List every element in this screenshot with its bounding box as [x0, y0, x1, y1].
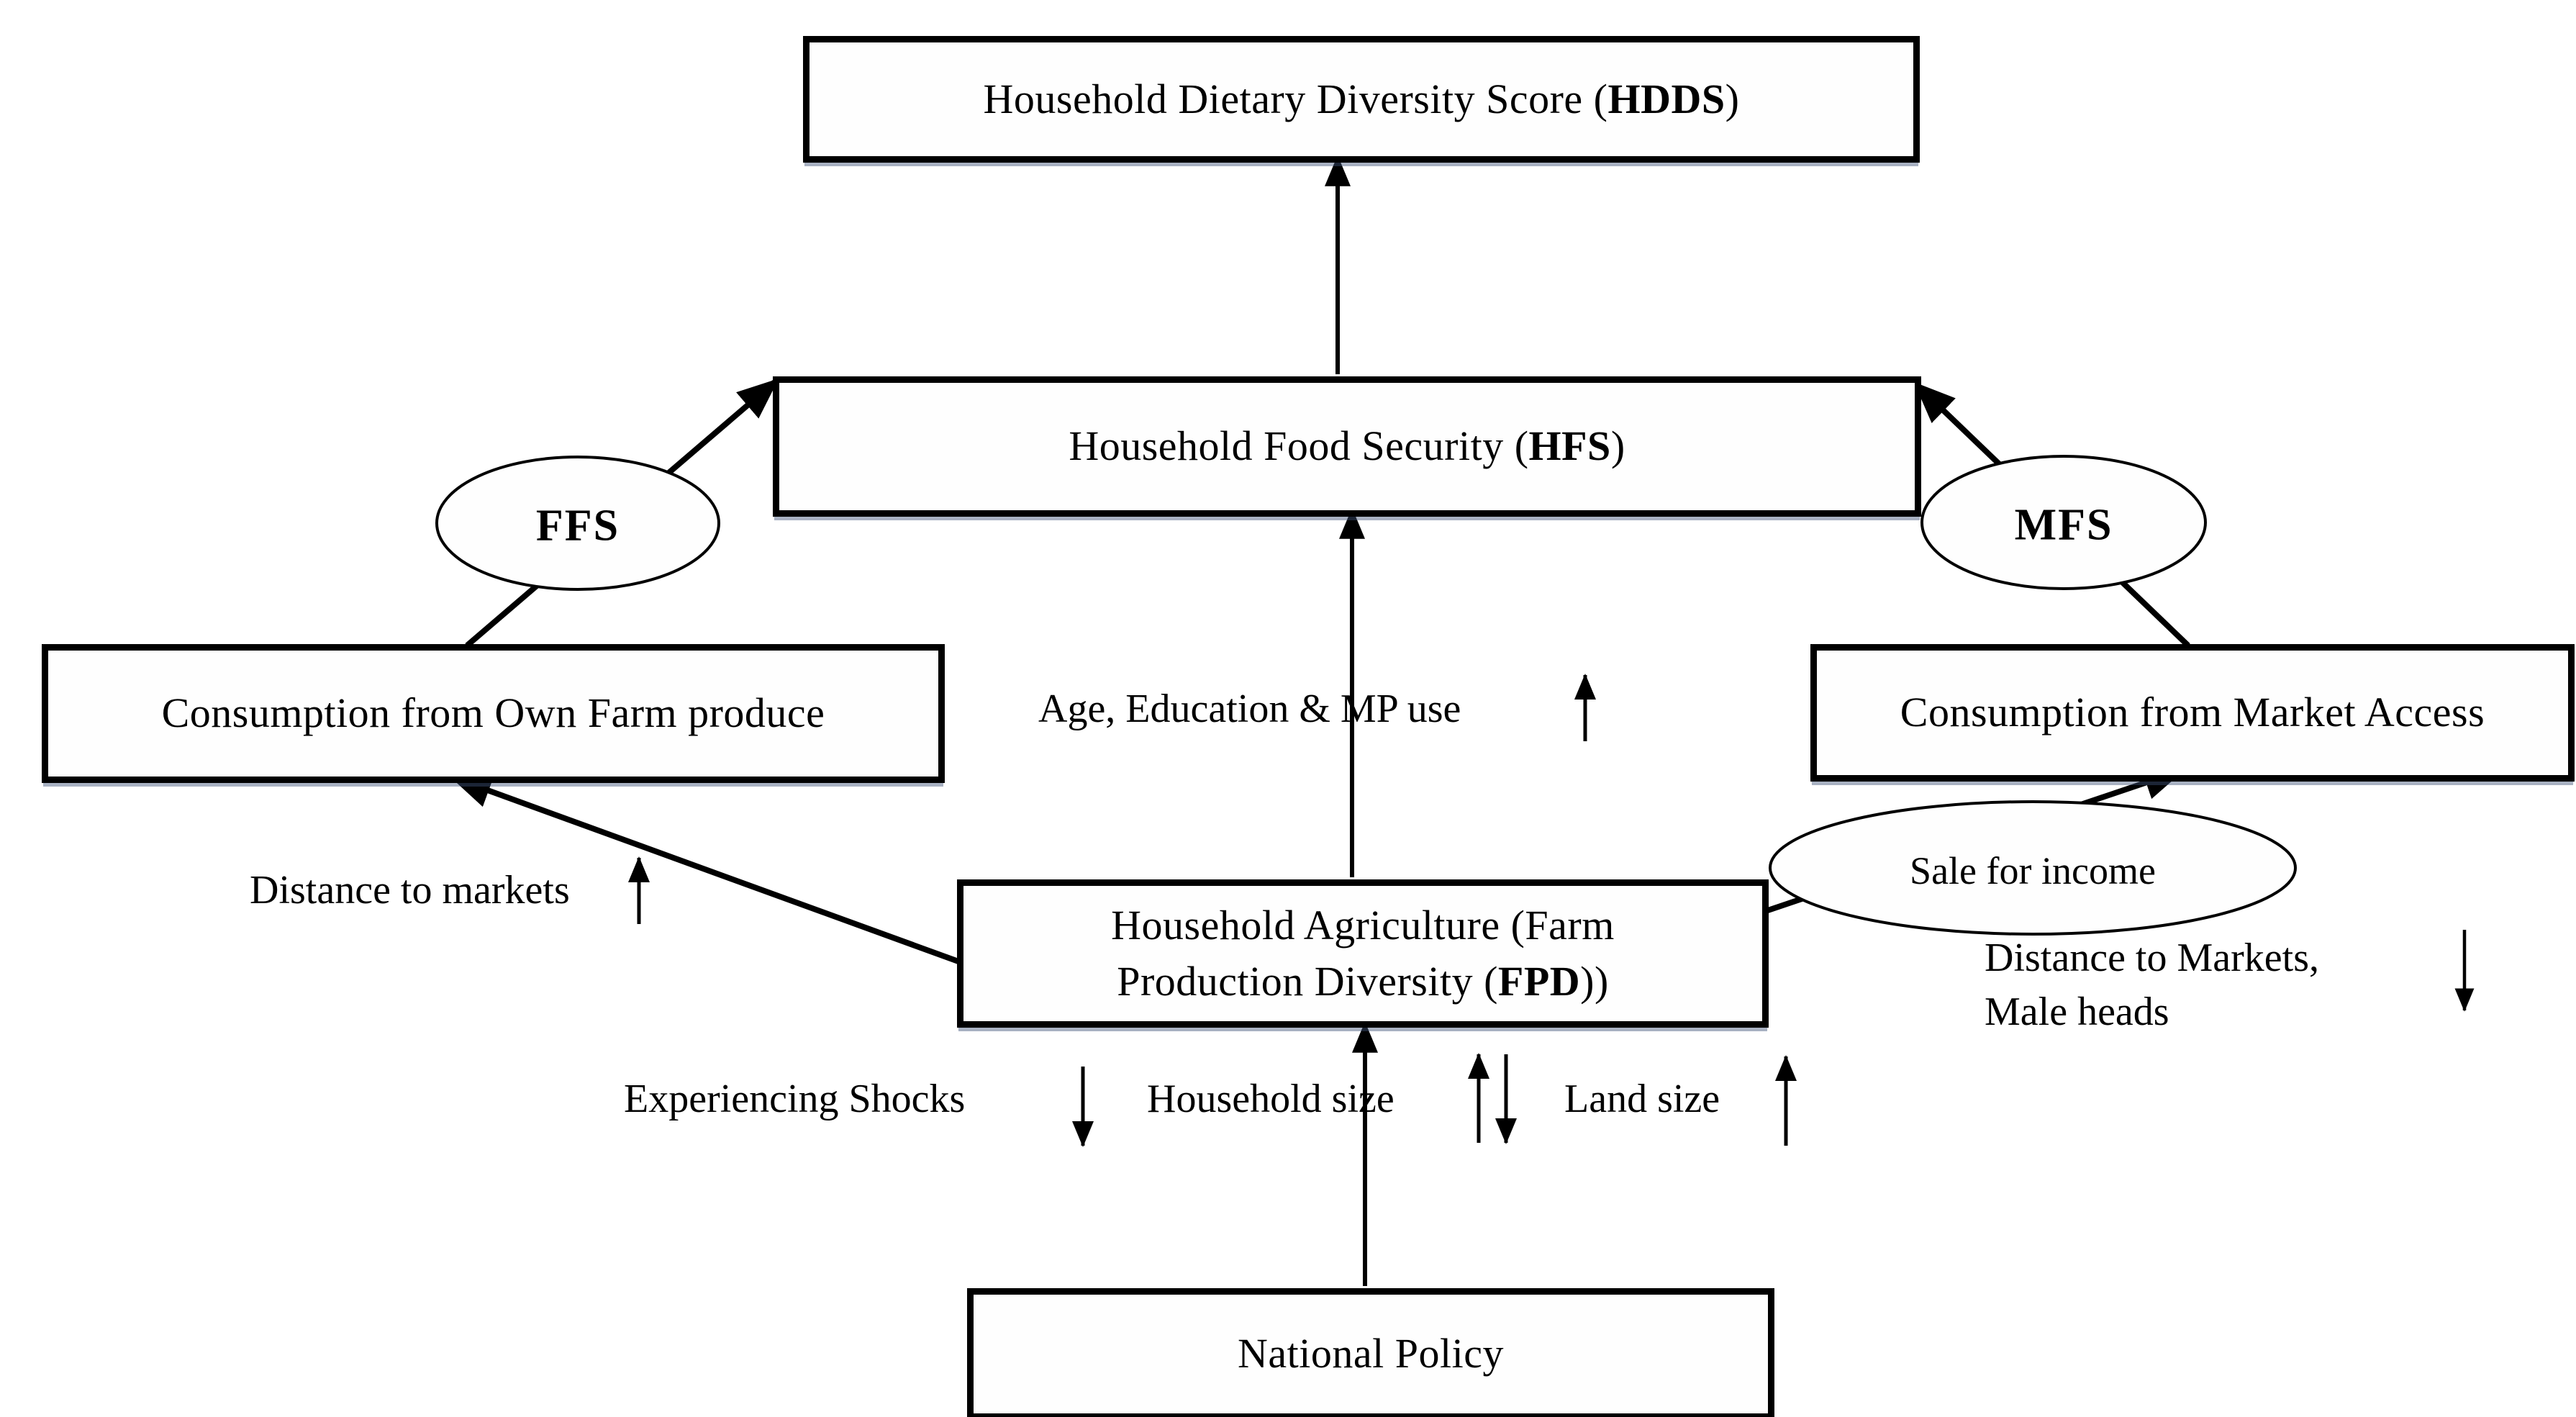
hfs-label: Household Food Security (HFS) — [1069, 422, 1625, 470]
fpd-label: Household Agriculture (Farm Production D… — [1111, 901, 1615, 1005]
sale-for-income-ellipse — [1769, 800, 2297, 936]
consumption-own-farm-box: Consumption from Own Farm produce — [42, 644, 945, 783]
mfs-label: MFS — [2014, 500, 2113, 550]
consumption-own-farm-label: Consumption from Own Farm produce — [161, 689, 825, 737]
fpd-abbr: FPD — [1497, 958, 1581, 1005]
ffs-ellipse — [435, 456, 720, 591]
consumption-market-access-box: Consumption from Market Access — [1810, 644, 2575, 782]
arrow-fpd-to-ownfarm — [449, 774, 960, 964]
hdds-label: Household Dietary Diversity Score (HDDS) — [983, 75, 1740, 122]
household-size-label: Household size — [1147, 1077, 1394, 1121]
hdds-abbr: HDDS — [1607, 75, 1725, 122]
national-policy-label: National Policy — [1238, 1330, 1504, 1377]
hdds-box: Household Dietary Diversity Score (HDDS) — [803, 36, 1920, 163]
hfs-abbr: HFS — [1528, 422, 1611, 470]
experiencing-shocks-label: Experiencing Shocks — [624, 1077, 966, 1121]
national-policy-box: National Policy — [967, 1288, 1774, 1417]
age-education-mp-use-label: Age, Education & MP use — [1038, 687, 1461, 731]
distance-to-markets-right-label: Distance to Markets, Male heads — [1985, 931, 2445, 1039]
hfs-box: Household Food Security (HFS) — [773, 376, 1921, 517]
fpd-box: Household Agriculture (Farm Production D… — [957, 879, 1769, 1028]
land-size-label: Land size — [1564, 1077, 1720, 1121]
ffs-label: FFS — [535, 501, 620, 551]
distance-to-markets-right-line1: Distance to Markets, — [1985, 936, 2319, 980]
sale-for-income-label: Sale for income — [1910, 849, 2156, 892]
mfs-ellipse — [1920, 455, 2207, 590]
distance-to-markets-left-label: Distance to markets — [250, 868, 570, 913]
distance-to-markets-right-line2: Male heads — [1985, 990, 2169, 1035]
consumption-market-access-label: Consumption from Market Access — [1900, 689, 2485, 736]
